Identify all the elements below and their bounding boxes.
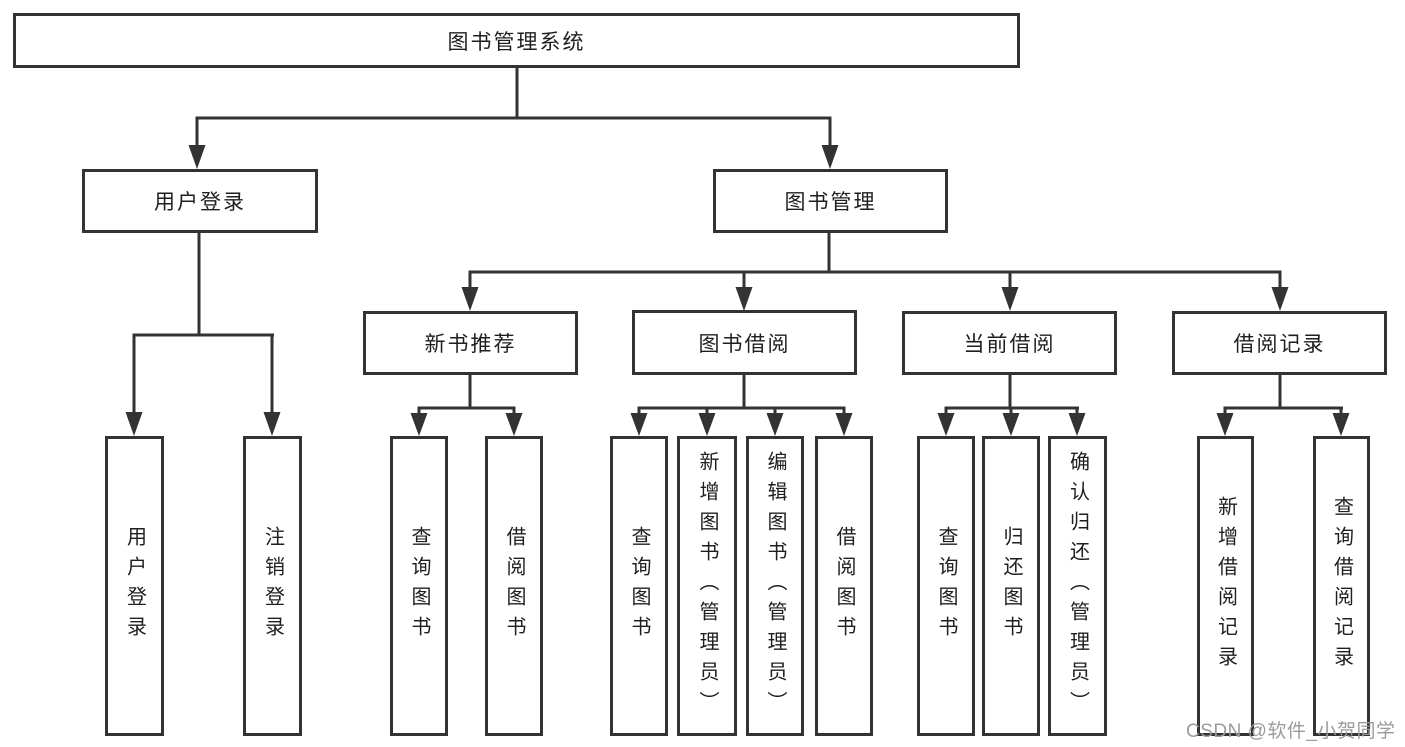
- leaf-label: 查询图书: [408, 526, 430, 646]
- leaf-label: 借阅图书: [833, 526, 855, 646]
- leaf-return-books: 归还图书: [982, 436, 1040, 736]
- leaf-user-login: 用户登录: [105, 436, 164, 736]
- node-new-book-recommendation: 新书推荐: [363, 311, 578, 375]
- leaf-label: 确认归还（管理员）: [1066, 451, 1089, 721]
- node-label: 图书借阅: [698, 332, 791, 356]
- leaf-label: 新增图书（管理员）: [696, 451, 718, 721]
- leaf-edit-books-admin: 编辑图书（管理员）: [746, 436, 804, 736]
- node-library-management-system: 图书管理系统: [13, 13, 1020, 68]
- leaf-add-borrow-record: 新增借阅记录: [1197, 436, 1254, 736]
- node-book-management: 图书管理: [713, 169, 948, 233]
- node-label: 图书管理系统: [447, 30, 586, 54]
- connector-arrowheads: [125, 145, 1350, 436]
- node-current-borrowing: 当前借阅: [902, 311, 1117, 375]
- leaf-query-borrow-record: 查询借阅记录: [1313, 436, 1370, 736]
- leaf-label: 用户登录: [123, 526, 146, 646]
- leaf-query-books-recommend: 查询图书: [390, 436, 448, 736]
- node-label: 借阅记录: [1233, 333, 1326, 356]
- leaf-label: 查询图书: [628, 526, 650, 646]
- leaf-borrow-books: 借阅图书: [815, 436, 873, 736]
- leaf-label: 查询图书: [935, 526, 957, 646]
- node-label: 新书推荐: [424, 333, 517, 356]
- node-book-borrowing: 图书借阅: [632, 310, 857, 375]
- leaf-label: 新增借阅记录: [1214, 496, 1237, 676]
- leaf-query-books-current: 查询图书: [917, 436, 975, 736]
- leaf-borrow-books-recommend: 借阅图书: [485, 436, 543, 736]
- leaf-add-books-admin: 新增图书（管理员）: [677, 436, 737, 736]
- leaf-label: 注销登录: [261, 526, 284, 646]
- leaf-label: 归还图书: [1000, 526, 1022, 646]
- leaf-label: 编辑图书（管理员）: [764, 451, 786, 721]
- node-user-login: 用户登录: [82, 169, 318, 233]
- leaf-confirm-return-admin: 确认归还（管理员）: [1048, 436, 1107, 736]
- node-label: 当前借阅: [963, 333, 1056, 356]
- leaf-query-books-borrow: 查询图书: [610, 436, 668, 736]
- leaf-label: 查询借阅记录: [1330, 496, 1353, 676]
- node-label: 图书管理: [784, 191, 877, 214]
- node-label: 用户登录: [154, 191, 246, 214]
- leaf-label: 借阅图书: [503, 526, 525, 646]
- node-borrowing-records: 借阅记录: [1172, 311, 1387, 375]
- leaf-logout-login: 注销登录: [243, 436, 302, 736]
- csdn-watermark: CSDN @软件_小贺同学: [1186, 721, 1396, 742]
